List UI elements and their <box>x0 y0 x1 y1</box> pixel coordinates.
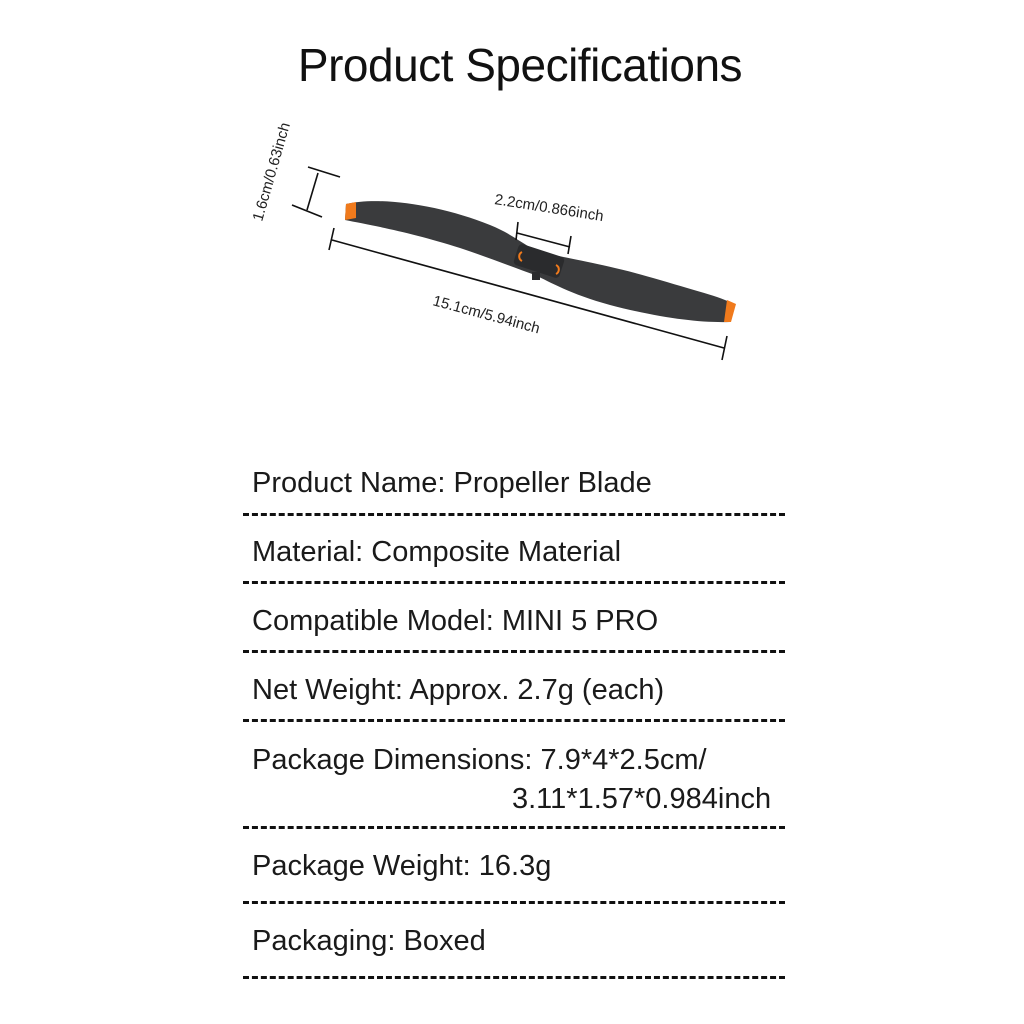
divider <box>243 901 785 904</box>
divider <box>243 826 785 829</box>
total-length-label: 15.1cm/5.94inch <box>431 292 542 337</box>
spec-material: Material: Composite Material <box>252 536 622 568</box>
hub-width-label: 2.2cm/0.866inch <box>493 191 604 225</box>
propeller-diagram: 1.6cm/0.63inch 2.2cm/0.866inch 15.1cm/5.… <box>250 121 736 361</box>
divider <box>243 513 785 516</box>
propeller-image <box>345 201 736 323</box>
spec-product-name: Product Name: Propeller Blade <box>252 467 652 499</box>
spec-package-dimensions: Package Dimensions: 7.9*4*2.5cm/ 3.11*1.… <box>252 741 771 819</box>
spec-compatible-model: Compatible Model: MINI 5 PRO <box>252 605 659 637</box>
blade-width-label: 1.6cm/0.63inch <box>250 121 294 223</box>
spec-packaging: Packaging: Boxed <box>252 925 486 957</box>
divider <box>243 976 785 979</box>
divider <box>243 719 785 722</box>
divider <box>243 581 785 584</box>
dimension-lines <box>291 166 728 361</box>
divider <box>243 650 785 653</box>
page-title: Product Specifications <box>297 39 743 91</box>
package-dimensions-line2: 3.11*1.57*0.984inch <box>512 783 772 815</box>
spec-net-weight: Net Weight: Approx. 2.7g (each) <box>252 674 665 706</box>
package-dimensions-line1: Package Dimensions: 7.9*4*2.5cm/ <box>252 744 707 776</box>
spec-package-weight: Package Weight: 16.3g <box>252 850 552 882</box>
